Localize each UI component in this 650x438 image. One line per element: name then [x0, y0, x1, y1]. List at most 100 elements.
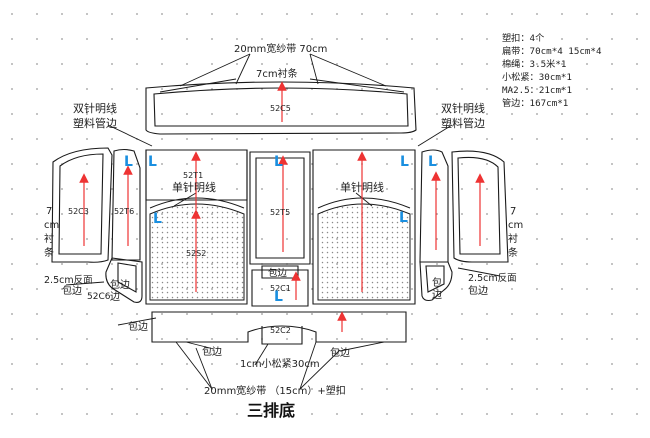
grid-dot	[636, 213, 638, 215]
grid-dot	[536, 313, 538, 315]
grid-dot	[586, 313, 588, 315]
grid-dot	[61, 213, 63, 215]
label-left-c6-binding-2: 边	[110, 291, 120, 303]
grid-dot	[11, 388, 13, 390]
grid-dot	[161, 113, 163, 115]
panel-right-seat	[312, 149, 416, 305]
spec-line-6: 管边：167cm*1	[502, 97, 568, 109]
grid-dot	[236, 63, 238, 65]
grid-dot	[411, 288, 413, 290]
grid-dot	[361, 88, 363, 90]
grid-dot	[161, 413, 163, 415]
label-double-left-1: 双针明线	[73, 101, 117, 115]
grid-dot	[461, 213, 463, 215]
grid-dot	[461, 288, 463, 290]
grid-dot	[111, 88, 113, 90]
grid-dot	[111, 363, 113, 365]
grid-dot	[111, 63, 113, 65]
grid-dot	[636, 288, 638, 290]
grid-dot	[561, 238, 563, 240]
grid-dot	[261, 188, 263, 190]
grid-dot	[511, 413, 513, 415]
grid-dot	[336, 363, 338, 365]
grid-dot	[611, 138, 613, 140]
marker-l-3: L	[153, 211, 162, 227]
grid-dot	[86, 113, 88, 115]
grid-dot	[511, 238, 513, 240]
grid-dot	[211, 113, 213, 115]
grid-dot	[461, 413, 463, 415]
grid-dot	[11, 288, 13, 290]
grid-dot	[561, 163, 563, 165]
grid-dot	[461, 263, 463, 265]
grid-dot	[386, 63, 388, 65]
grid-dot	[11, 38, 13, 40]
grid-dot	[561, 13, 563, 15]
grid-dot	[461, 163, 463, 165]
grid-dot	[461, 113, 463, 115]
grid-dot	[11, 313, 13, 315]
grid-dot	[311, 138, 313, 140]
grid-dot	[436, 113, 438, 115]
grid-dot	[336, 63, 338, 65]
grid-dot	[86, 263, 88, 265]
grid-dot	[436, 38, 438, 40]
grid-dot	[486, 238, 488, 240]
grid-dot	[161, 388, 163, 390]
grid-dot	[236, 363, 238, 365]
leader-line	[309, 53, 387, 87]
label-side-left: 7 cm 衬 条	[44, 206, 59, 259]
grid-dot	[386, 413, 388, 415]
svg-text:7: 7	[510, 206, 516, 217]
grid-dot	[36, 388, 38, 390]
grid-dot	[36, 38, 38, 40]
leader-line	[185, 341, 215, 350]
grid-dot	[586, 388, 588, 390]
leader-line	[417, 124, 453, 147]
grid-dot	[586, 413, 588, 415]
diagram-title: 三排底	[247, 401, 295, 420]
grid-dot	[11, 263, 13, 265]
grid-dot	[286, 338, 288, 340]
grid-dot	[211, 313, 213, 315]
grid-dot	[561, 63, 563, 65]
grid-dot	[136, 263, 138, 265]
grid-dot	[311, 13, 313, 15]
grid-dot	[486, 413, 488, 415]
grid-dot	[136, 413, 138, 415]
grid-dot	[286, 188, 288, 190]
grid-dot	[511, 163, 513, 165]
label-right-binding: 包边	[468, 284, 488, 297]
marker-l-7: L	[399, 210, 408, 226]
grid-dot	[186, 413, 188, 415]
grid-dot	[261, 63, 263, 65]
grid-dot	[486, 63, 488, 65]
grid-dot	[461, 138, 463, 140]
grid-dot	[486, 13, 488, 15]
grid-dot	[186, 88, 188, 90]
panel-right-strip	[419, 149, 449, 263]
grid-dot	[386, 163, 388, 165]
leader-line	[107, 124, 153, 147]
grid-dot	[86, 313, 88, 315]
grid-dot	[136, 338, 138, 340]
grid-dot	[486, 338, 488, 340]
grid-dot	[636, 138, 638, 140]
grid-dot	[586, 363, 588, 365]
grid-dot	[11, 338, 13, 340]
leader-line	[355, 192, 373, 207]
grid-dot	[536, 63, 538, 65]
grid-dot	[186, 38, 188, 40]
grid-dot	[61, 113, 63, 115]
grid-dot	[586, 188, 588, 190]
grid-dot	[36, 63, 38, 65]
grid-dot	[286, 288, 288, 290]
grid-dot	[136, 38, 138, 40]
grid-dot	[561, 288, 563, 290]
grid-dot	[536, 88, 538, 90]
grid-dot	[136, 88, 138, 90]
grid-dot	[161, 13, 163, 15]
grid-dot	[36, 163, 38, 165]
grid-dot	[411, 13, 413, 15]
grid-dot	[86, 13, 88, 15]
